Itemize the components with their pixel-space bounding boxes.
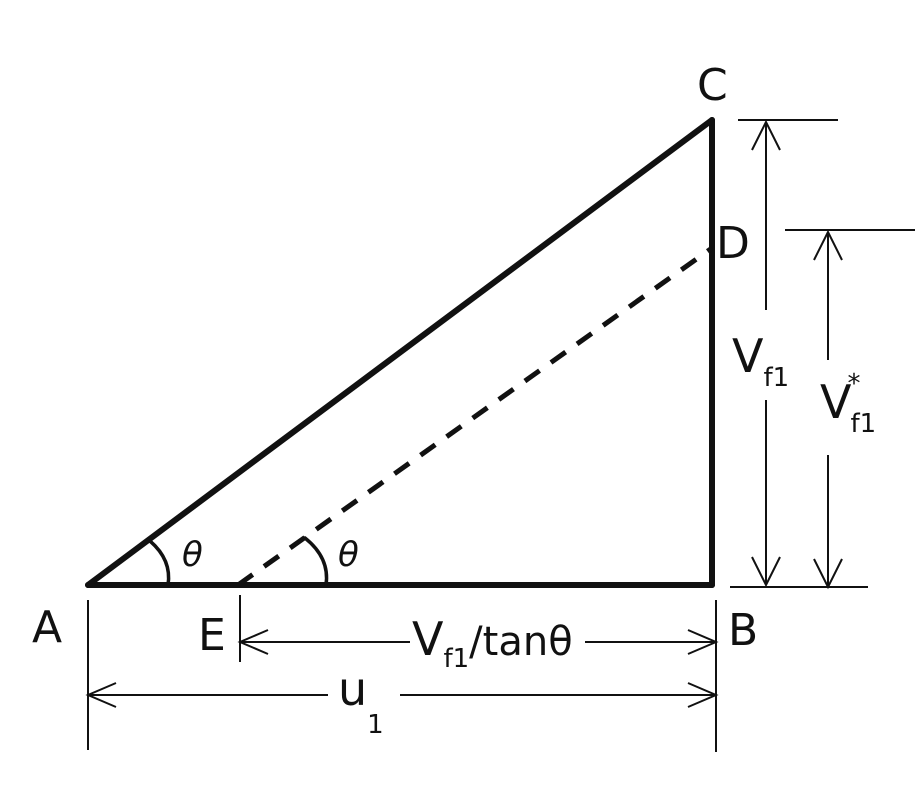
dimension-ab — [85, 682, 719, 708]
point-label-a: A — [32, 602, 62, 653]
dimension-label-bc: Vf1 — [732, 329, 789, 393]
triangle-abc — [85, 117, 715, 588]
angle-label-e: θ — [338, 535, 359, 575]
dimension-label-ab: u1 — [338, 662, 384, 740]
dimension-bd — [813, 229, 843, 590]
dimension-label-eb: Vf1/tanθ — [412, 612, 573, 674]
point-label-d: D — [716, 218, 750, 269]
angle-label-a: θ — [182, 535, 203, 575]
dimension-label-bd: V*f1 — [820, 369, 876, 439]
angle-arc-e — [303, 536, 329, 587]
angle-arc-a — [148, 539, 171, 587]
dimension-eb — [237, 629, 719, 655]
point-label-b: B — [728, 605, 758, 656]
point-label-e: E — [198, 610, 226, 661]
dashed-line-ed — [236, 245, 714, 588]
side-ac — [85, 117, 715, 588]
point-label-c: C — [697, 60, 728, 111]
dimension-bc — [751, 119, 781, 588]
